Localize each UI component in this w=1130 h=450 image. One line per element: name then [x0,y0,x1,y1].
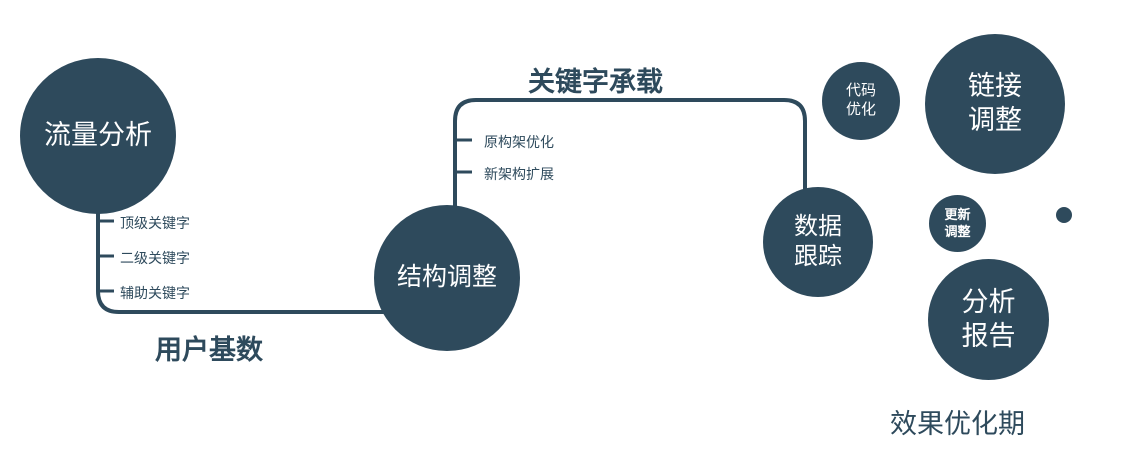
tick-marks-structure [455,138,472,174]
code-optimize-node: 代码 优化 [822,62,900,140]
edge-label-keyword-carry: 关键字承载 [528,67,663,97]
code-optimize-label-line1: 代码 [845,82,876,100]
traffic-analysis-node: 流量分析 [20,58,176,214]
analysis-report-node: 分析 报告 [928,259,1049,380]
tick-marks-traffic [98,219,114,293]
footer-caption: 效果优化期 [890,409,1025,439]
edge-structure-to-tracking [453,98,807,215]
tick-label-new-arch-expand: 新架构扩展 [484,166,554,182]
structure-adjust-node: 结构调整 [374,205,520,351]
edge-label-user-base: 用户基数 [155,335,263,365]
code-optimize-label-line2: 优化 [845,101,876,118]
update-adjust-label-line1: 更新 [944,207,971,223]
update-adjust-node: 更新 调整 [929,195,986,252]
data-tracking-node: 数据 跟踪 [763,187,873,297]
data-tracking-label-line1: 数据 [794,213,842,240]
data-tracking-label-line2: 跟踪 [794,243,842,270]
tick-label-original-arch-optimize: 原构架优化 [484,134,554,150]
bullet-dot [1056,207,1072,223]
tick-label-secondary-keywords: 二级关键字 [120,250,190,266]
tick-label-top-keywords: 顶级关键字 [120,215,190,231]
link-adjust-node: 链接 调整 [925,34,1065,174]
analysis-report-label-line1: 分析 [961,286,1016,317]
analysis-report-label-line2: 报告 [961,320,1016,351]
traffic-analysis-label: 流量分析 [44,120,152,151]
structure-adjust-label: 结构调整 [396,263,497,292]
link-adjust-label-line2: 调整 [968,105,1022,135]
tick-label-auxiliary-keywords: 辅助关键字 [120,285,190,301]
link-adjust-label-line1: 链接 [968,71,1022,102]
update-adjust-label-line2: 调整 [944,223,971,239]
